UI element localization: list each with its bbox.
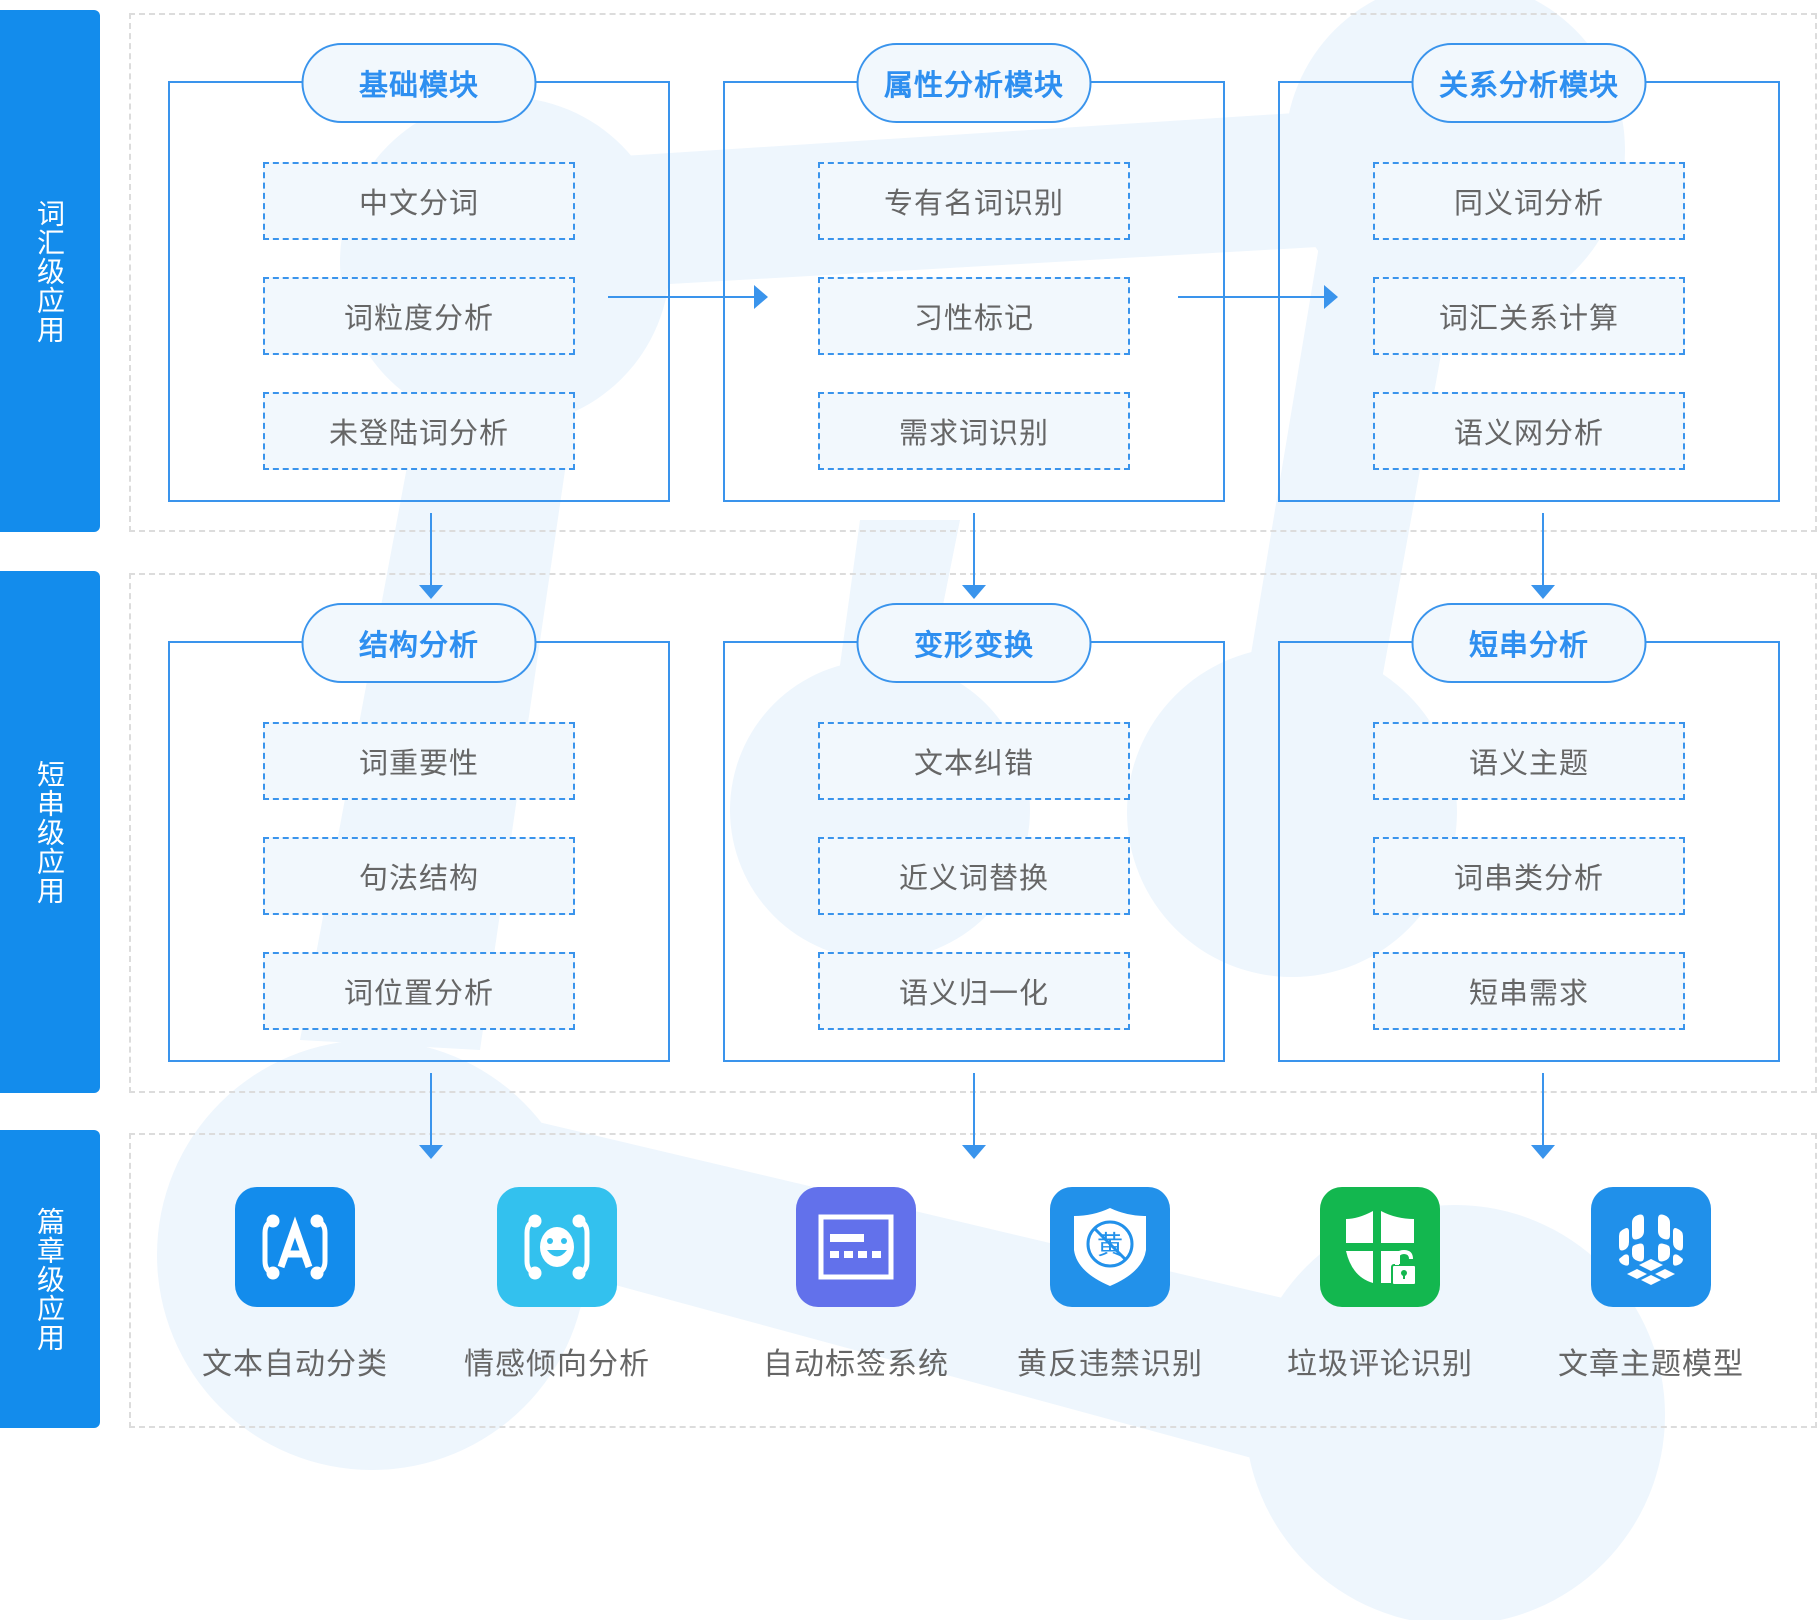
module-item: 语义归一化 [818, 952, 1130, 1030]
module-title: 结构分析 [358, 628, 479, 662]
module-item: 专有名词识别 [818, 162, 1130, 240]
module-item-label: 需求词识别 [898, 416, 1049, 450]
module-item: 未登陆词分析 [263, 392, 575, 470]
shield-prohibited-icon: 黄 [1050, 1187, 1170, 1307]
module-item-label: 词位置分析 [343, 976, 494, 1010]
module-item: 短串需求 [1373, 952, 1685, 1030]
module-item: 同义词分析 [1373, 162, 1685, 240]
module-title-pill: 短串分析 [1411, 603, 1647, 683]
shield-glyph: 黄 [1097, 1231, 1123, 1261]
module-item: 需求词识别 [818, 392, 1130, 470]
module-transformation: 变形变换 文本纠错 近义词替换 语义归一化 [723, 603, 1225, 1062]
module-item-label: 同义词分析 [1453, 186, 1604, 220]
app-label: 自动标签系统 [763, 1347, 949, 1382]
app-text-classification[interactable]: 文本自动分类 [165, 1187, 425, 1383]
module-item: 近义词替换 [818, 837, 1130, 915]
app-topic-model[interactable]: 文章主题模型 [1521, 1187, 1781, 1383]
module-item: 词汇关系计算 [1373, 277, 1685, 355]
module-item: 词重要性 [263, 722, 575, 800]
bracket-smiley-face-icon [497, 1187, 617, 1307]
app-label: 情感倾向分析 [464, 1347, 650, 1382]
app-prohibited-content-detection[interactable]: 黄 黄反违禁识别 [980, 1187, 1240, 1383]
module-phrase-analysis: 短串分析 语义主题 词串类分析 短串需求 [1278, 603, 1780, 1062]
module-item-label: 词粒度分析 [343, 301, 494, 335]
module-attribute-analysis: 属性分析模块 专有名词识别 习性标记 需求词识别 [723, 43, 1225, 502]
arrow-down [962, 513, 986, 599]
module-item-label: 文本纠错 [913, 746, 1034, 780]
tag-panel-icon [796, 1187, 916, 1307]
module-title: 属性分析模块 [883, 68, 1064, 102]
module-title-pill: 关系分析模块 [1411, 43, 1647, 123]
arrow-down [1531, 513, 1555, 599]
module-title: 变形变换 [913, 628, 1034, 662]
arrow-down [419, 513, 443, 599]
module-item: 习性标记 [818, 277, 1130, 355]
level-label-lexical: 词汇级应用 [0, 10, 100, 532]
level-label-text: 短串级应用 [33, 759, 66, 905]
level-label-text: 篇章级应用 [33, 1206, 66, 1352]
app-auto-tagging[interactable]: 自动标签系统 [726, 1187, 986, 1383]
app-label: 垃圾评论识别 [1287, 1347, 1473, 1382]
bracket-letter-a-icon [235, 1187, 355, 1307]
level-label-phrase: 短串级应用 [0, 571, 100, 1093]
module-item-label: 词汇关系计算 [1438, 301, 1619, 335]
module-item: 语义网分析 [1373, 392, 1685, 470]
shield-lock-icon [1320, 1187, 1440, 1307]
module-item: 语义主题 [1373, 722, 1685, 800]
module-title: 短串分析 [1468, 628, 1589, 662]
module-item-label: 未登陆词分析 [328, 416, 509, 450]
module-title-pill: 属性分析模块 [856, 43, 1092, 123]
level-label-text: 词汇级应用 [33, 198, 66, 344]
module-item-label: 句法结构 [358, 861, 479, 895]
module-item: 句法结构 [263, 837, 575, 915]
module-item: 词串类分析 [1373, 837, 1685, 915]
arrow-down [962, 1073, 986, 1159]
module-item-label: 近义词替换 [898, 861, 1049, 895]
module-structure-analysis: 结构分析 词重要性 句法结构 词位置分析 [168, 603, 670, 1062]
module-item: 词位置分析 [263, 952, 575, 1030]
level-label-document: 篇章级应用 [0, 1130, 100, 1428]
arrow-right [1178, 285, 1338, 309]
module-title-pill: 基础模块 [301, 43, 537, 123]
module-item-label: 中文分词 [358, 186, 479, 220]
module-title-pill: 结构分析 [301, 603, 537, 683]
module-title: 基础模块 [358, 68, 479, 102]
module-item-label: 习性标记 [913, 301, 1034, 335]
arrow-down [1531, 1073, 1555, 1159]
module-relation-analysis: 关系分析模块 同义词分析 词汇关系计算 语义网分析 [1278, 43, 1780, 502]
module-item-label: 语义归一化 [898, 976, 1049, 1010]
module-item-label: 词串类分析 [1453, 861, 1604, 895]
module-item-label: 短串需求 [1468, 976, 1589, 1010]
app-label: 文章主题模型 [1558, 1347, 1744, 1382]
app-label: 黄反违禁识别 [1017, 1347, 1203, 1382]
bg-circle [157, 1040, 587, 1470]
cube-model-icon [1591, 1187, 1711, 1307]
module-item: 文本纠错 [818, 722, 1130, 800]
module-item: 词粒度分析 [263, 277, 575, 355]
arrow-right [608, 285, 768, 309]
app-label: 文本自动分类 [202, 1347, 388, 1382]
module-item-label: 专有名词识别 [883, 186, 1064, 220]
bg-band [530, 1120, 1480, 1520]
module-item-label: 语义主题 [1468, 746, 1589, 780]
module-title: 关系分析模块 [1438, 68, 1619, 102]
module-title-pill: 变形变换 [856, 603, 1092, 683]
module-item-label: 词重要性 [358, 746, 479, 780]
app-spam-comment-detection[interactable]: 垃圾评论识别 [1250, 1187, 1510, 1383]
module-basic: 基础模块 中文分词 词粒度分析 未登陆词分析 [168, 43, 670, 502]
app-sentiment-analysis[interactable]: 情感倾向分析 [427, 1187, 687, 1383]
module-item: 中文分词 [263, 162, 575, 240]
arrow-down [419, 1073, 443, 1159]
module-item-label: 语义网分析 [1453, 416, 1604, 450]
